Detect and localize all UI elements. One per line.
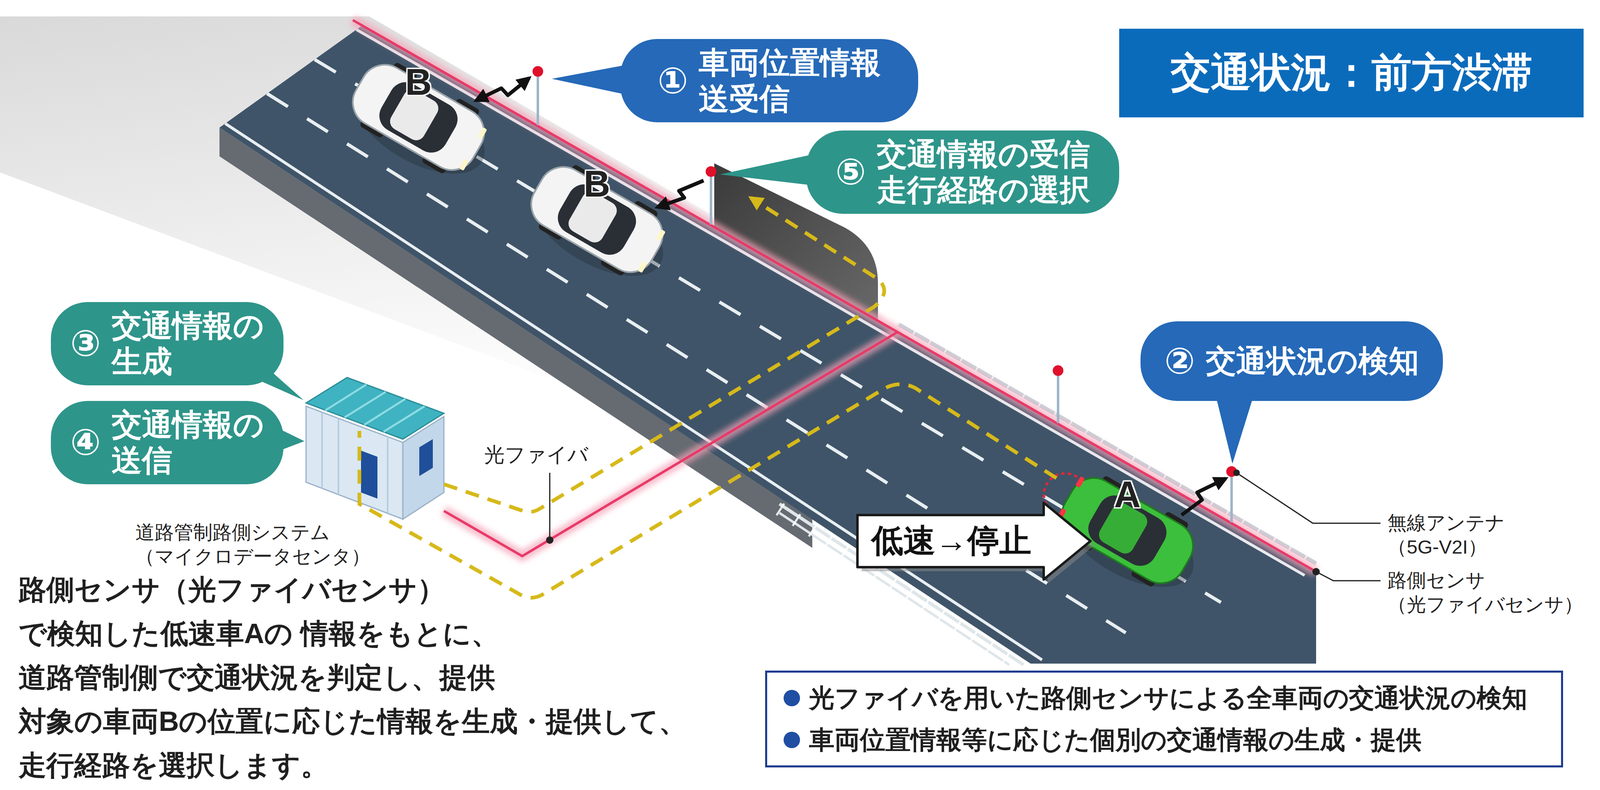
wireless-links — [475, 77, 1226, 515]
car-b-2 — [515, 153, 683, 296]
arrow-text: 低速→停止 — [871, 519, 1032, 563]
callout-text: 交通情報の受信 走行経路の選択 — [876, 136, 1091, 208]
bullet-dot — [783, 731, 800, 748]
callout-number: ③ — [70, 325, 101, 362]
bullet-text: 車両位置情報等に応じた個別の交通情報の生成・提供 — [809, 722, 1422, 757]
bullet-text: 光ファイバを用いた路側センサによる全車両の交通状況の検知 — [809, 680, 1528, 716]
control-building — [306, 377, 444, 519]
callout-bubble: ④ 交通情報の 送信 — [50, 400, 284, 485]
car-letter: B — [583, 162, 611, 206]
car-b-1 — [337, 50, 504, 194]
callout-bubble: ⑤交通情報の受信 走行経路の選択 — [806, 130, 1120, 214]
information-flow — [359, 197, 1057, 598]
callout-text: 車両位置情報 送受信 — [698, 44, 881, 117]
callout-bubble: ③ 交通情報の 生成 — [50, 301, 284, 386]
callout-text: 交通情報の 生成 — [111, 307, 265, 380]
part-label: 光ファイバ — [484, 441, 589, 469]
status-arrow: 低速→停止 — [854, 500, 1093, 582]
title-banner: 交通状況：前方渋滞 — [1119, 28, 1584, 118]
caption-text: 路側センサ（光ファイバセンサ）で検知した低速車Aの 情報をもとに、道路管制側で交… — [18, 567, 711, 787]
callout-number: ⑤ — [835, 153, 867, 190]
bullet-row: 光ファイバを用いた路側センサによる全車両の交通状況の検知 — [783, 680, 1545, 716]
part-label: 無線アンテナ （5G-V2I） — [1387, 510, 1505, 560]
title-text: 交通状況：前方渋滞 — [1170, 45, 1533, 101]
part-label: 路側センサ （光ファイバセンサ） — [1387, 568, 1584, 617]
callout-bubble: ②交通状況の検知 — [1140, 321, 1443, 401]
leader-lines — [546, 469, 1381, 581]
car-letter: B — [405, 61, 432, 104]
bullet-dot — [783, 689, 800, 707]
car-letter: A — [1114, 473, 1141, 516]
bullet-row: 車両位置情報等に応じた個別の交通情報の生成・提供 — [783, 722, 1545, 757]
part-label: 道路管制路側システム （マイクロデータセンタ） — [135, 520, 371, 569]
callout-bubble: ①車両位置情報 送受信 — [620, 38, 919, 123]
callout-number: ④ — [70, 424, 101, 461]
callout-text: 交通状況の検知 — [1205, 342, 1420, 379]
callout-number: ② — [1164, 342, 1196, 380]
arrow-body — [857, 502, 1091, 580]
callout-text: 交通情報の 送信 — [111, 406, 265, 479]
callout-number: ① — [657, 62, 689, 99]
summary-box: 光ファイバを用いた路側センサによる全車両の交通状況の検知車両位置情報等に応じた個… — [765, 670, 1564, 768]
